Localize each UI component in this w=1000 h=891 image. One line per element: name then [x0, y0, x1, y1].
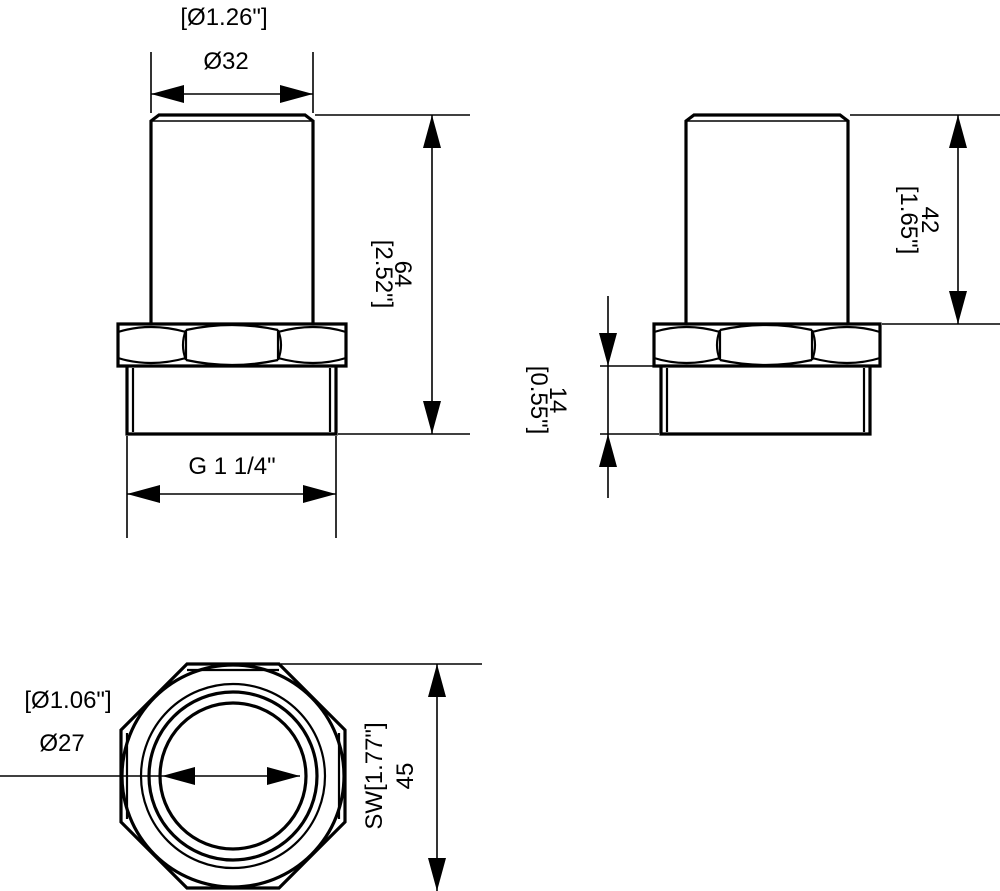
bottom-across-flats-inch: SW[1.77"] — [361, 722, 388, 829]
front-height-inch: [2.52"] — [370, 240, 397, 309]
side-upper-height-inch: [1.65"] — [895, 186, 922, 255]
side-upper-cylinder — [684, 113, 850, 324]
front-top-diameter-mm: Ø32 — [203, 48, 248, 75]
side-lower-height-inch: [0.55"] — [525, 366, 552, 435]
bottom-across-flats-dimension: SW[1.77"] 45 — [281, 663, 482, 891]
side-upper-height-mm: 42 — [916, 207, 943, 234]
front-height-mm: 64 — [389, 261, 416, 288]
front-height-dimension: [2.52"] 64 — [315, 114, 470, 435]
side-threaded-part — [659, 366, 872, 436]
front-hex-nut — [116, 322, 348, 368]
front-top-diameter-inch: [Ø1.26"] — [180, 4, 267, 31]
bottom-inner-diameter-mm: Ø27 — [39, 730, 84, 757]
side-lower-height-dimension: [0.55"] 14 — [525, 296, 659, 498]
bottom-hex-outline — [119, 662, 347, 890]
front-upper-cylinder — [149, 113, 315, 324]
front-thread-label: G 1 1/4" — [188, 453, 275, 480]
front-top-diameter-dimension: [Ø1.26"] Ø32 — [150, 4, 314, 113]
side-view: [1.65"] 42 [0.55"] 14 — [525, 113, 1000, 498]
side-hex-nut — [652, 322, 882, 368]
side-upper-height-dimension: [1.65"] 42 — [850, 114, 1000, 325]
front-threaded-part — [125, 366, 338, 436]
front-thread-dimension: G 1 1/4" — [126, 436, 337, 538]
bottom-inner-diameter-inch: [Ø1.06"] — [24, 687, 111, 714]
front-view: [Ø1.26"] Ø32 [2.52"] 64 G 1 1/4" — [116, 4, 470, 538]
side-lower-height-mm: 14 — [544, 387, 571, 414]
bottom-across-flats-mm: 45 — [392, 763, 419, 790]
bottom-view: [Ø1.06"] Ø27 SW[1.77"] 45 — [0, 662, 482, 891]
bottom-inner-diameter-dimension: [Ø1.06"] Ø27 — [0, 687, 300, 785]
